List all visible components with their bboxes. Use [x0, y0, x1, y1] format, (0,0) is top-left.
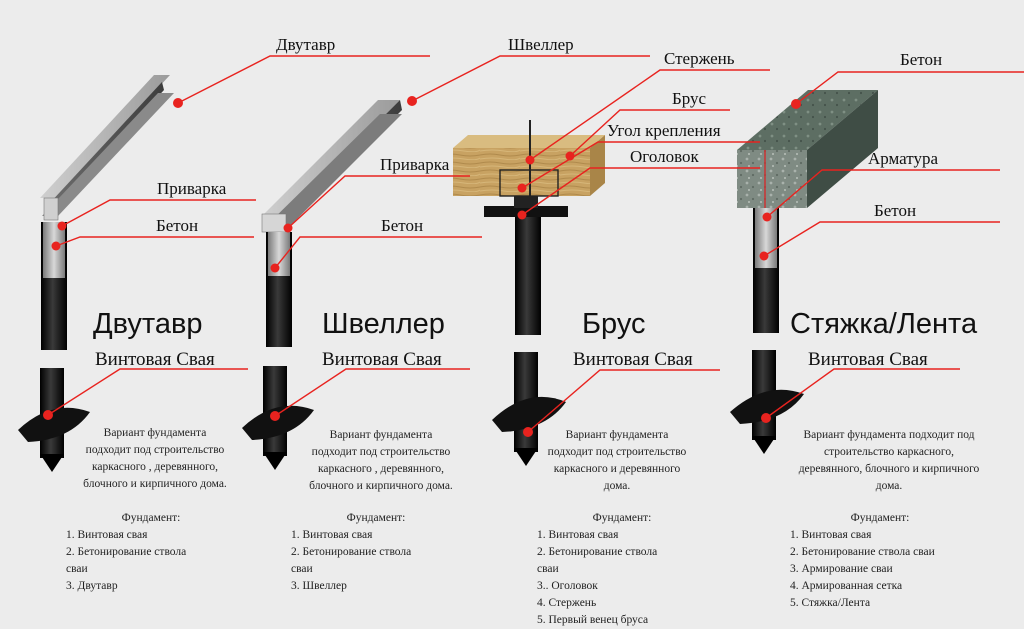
column-timber — [453, 120, 605, 466]
pile-shaft — [515, 217, 541, 335]
callout-weld: Приварка — [380, 155, 450, 174]
callout-rod: Стержень — [664, 49, 735, 68]
column-title: Стяжка/Лента — [790, 308, 978, 340]
column-subtitle: Винтовая Свая — [322, 349, 442, 370]
channel-bottom — [262, 114, 402, 230]
callout-dots — [43, 96, 801, 437]
screw-tip — [752, 436, 776, 454]
screw-tip — [263, 452, 287, 470]
timber-side — [590, 135, 605, 196]
column-subtitle: Винтовая Свая — [808, 349, 928, 370]
i-beam-bottom-flange — [42, 93, 174, 216]
slab-front — [737, 150, 807, 208]
column-subtitle: Винтовая Свая — [95, 349, 215, 370]
screw-tip — [514, 448, 538, 466]
column-slab — [730, 90, 878, 454]
i-beam-top-flange — [40, 75, 170, 198]
callout-mount-angle: Угол крепления — [607, 121, 721, 140]
column-i-beam — [18, 75, 174, 472]
pile-cap-neck — [514, 196, 538, 208]
callout-timber: Брус — [672, 89, 707, 108]
callout-pile-cap: Оголовок — [630, 147, 699, 166]
column-subtitle: Винтовая Свая — [573, 349, 693, 370]
slab-side — [807, 90, 878, 208]
column-channel — [242, 100, 402, 470]
callout-rebar: Арматура — [868, 149, 939, 168]
column-title: Двутавр — [93, 308, 203, 340]
column-title: Брус — [582, 308, 646, 340]
column-title: Швеллер — [322, 308, 445, 340]
screw-helix — [242, 405, 314, 440]
screw-helix — [730, 389, 804, 424]
callout-concrete: Бетон — [381, 216, 424, 235]
screw-helix — [492, 396, 566, 432]
screw-tip — [40, 454, 64, 472]
callout-i-beam: Двутавр — [276, 35, 336, 54]
callout-concrete: Бетон — [156, 216, 199, 235]
callout-concrete: Бетон — [874, 201, 917, 220]
screw-helix — [18, 407, 90, 442]
callout-lines — [47, 55, 1024, 433]
i-beam-end — [43, 197, 59, 221]
callout-weld: Приварка — [157, 179, 227, 198]
callout-channel: Швеллер — [508, 35, 574, 54]
concrete-core — [755, 208, 777, 268]
callout-concrete: Бетон — [900, 50, 943, 69]
slab-top — [737, 90, 878, 150]
channel-end — [261, 213, 287, 233]
